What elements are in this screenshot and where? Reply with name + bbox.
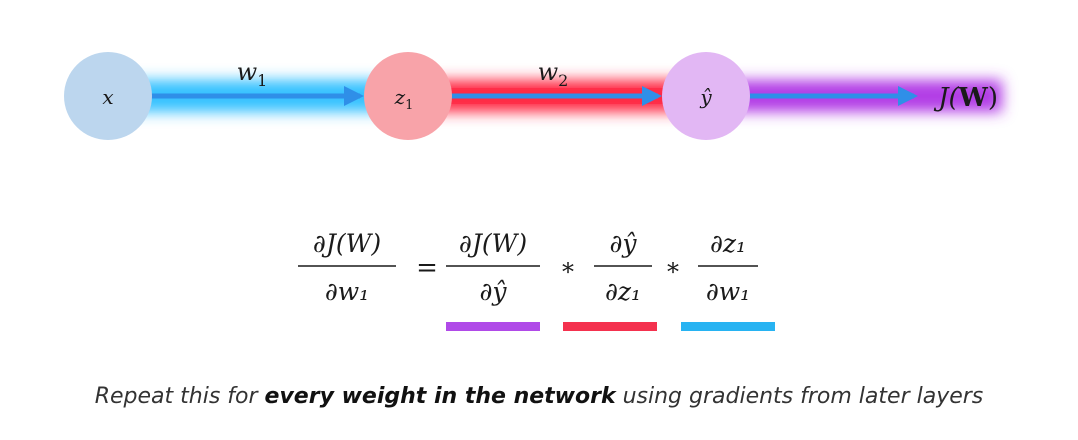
times-sign-2: *: [667, 258, 679, 286]
term1-color-bar: [446, 322, 540, 331]
node-label-x: x: [102, 85, 113, 109]
lhs-numerator: ∂J(W): [313, 229, 381, 258]
equation: ∂J(W) ∂w₁ = ∂J(W) ∂ŷ * ∂ŷ ∂z₁ * ∂z₁ ∂w₁: [298, 229, 758, 306]
equals-sign: =: [416, 253, 438, 283]
lhs-denominator: ∂w₁: [325, 277, 369, 306]
caption-before: Repeat this for: [94, 384, 265, 409]
term1-denominator: ∂ŷ: [479, 277, 507, 306]
node-label-yhat: ŷ: [699, 85, 712, 109]
backprop-diagram: x z1 ŷ w1 w2 J(W) ∂J(W) ∂w₁ = ∂J(W) ∂ŷ *…: [64, 52, 1002, 331]
caption-after: using gradients from later layers: [615, 384, 984, 409]
term3-numerator: ∂z₁: [710, 229, 746, 258]
edge-label-w2: w2: [538, 58, 569, 90]
node-x: [64, 52, 152, 140]
term3-color-bar: [681, 322, 775, 331]
times-sign-1: *: [562, 258, 574, 286]
caption: Repeat this for every weight in the netw…: [0, 384, 1078, 409]
term1-numerator: ∂J(W): [459, 229, 527, 258]
term2-color-bar: [563, 322, 657, 331]
node-yhat: [662, 52, 750, 140]
term3-denominator: ∂w₁: [706, 277, 750, 306]
edge-label-w1: w1: [237, 58, 268, 90]
node-z1: [364, 52, 452, 140]
caption-bold: every weight in the network: [264, 384, 616, 409]
node-label-z1: z1: [394, 85, 414, 113]
term2-denominator: ∂z₁: [605, 277, 641, 306]
term2-numerator: ∂ŷ: [609, 229, 637, 258]
output-label: J(W): [933, 83, 998, 113]
